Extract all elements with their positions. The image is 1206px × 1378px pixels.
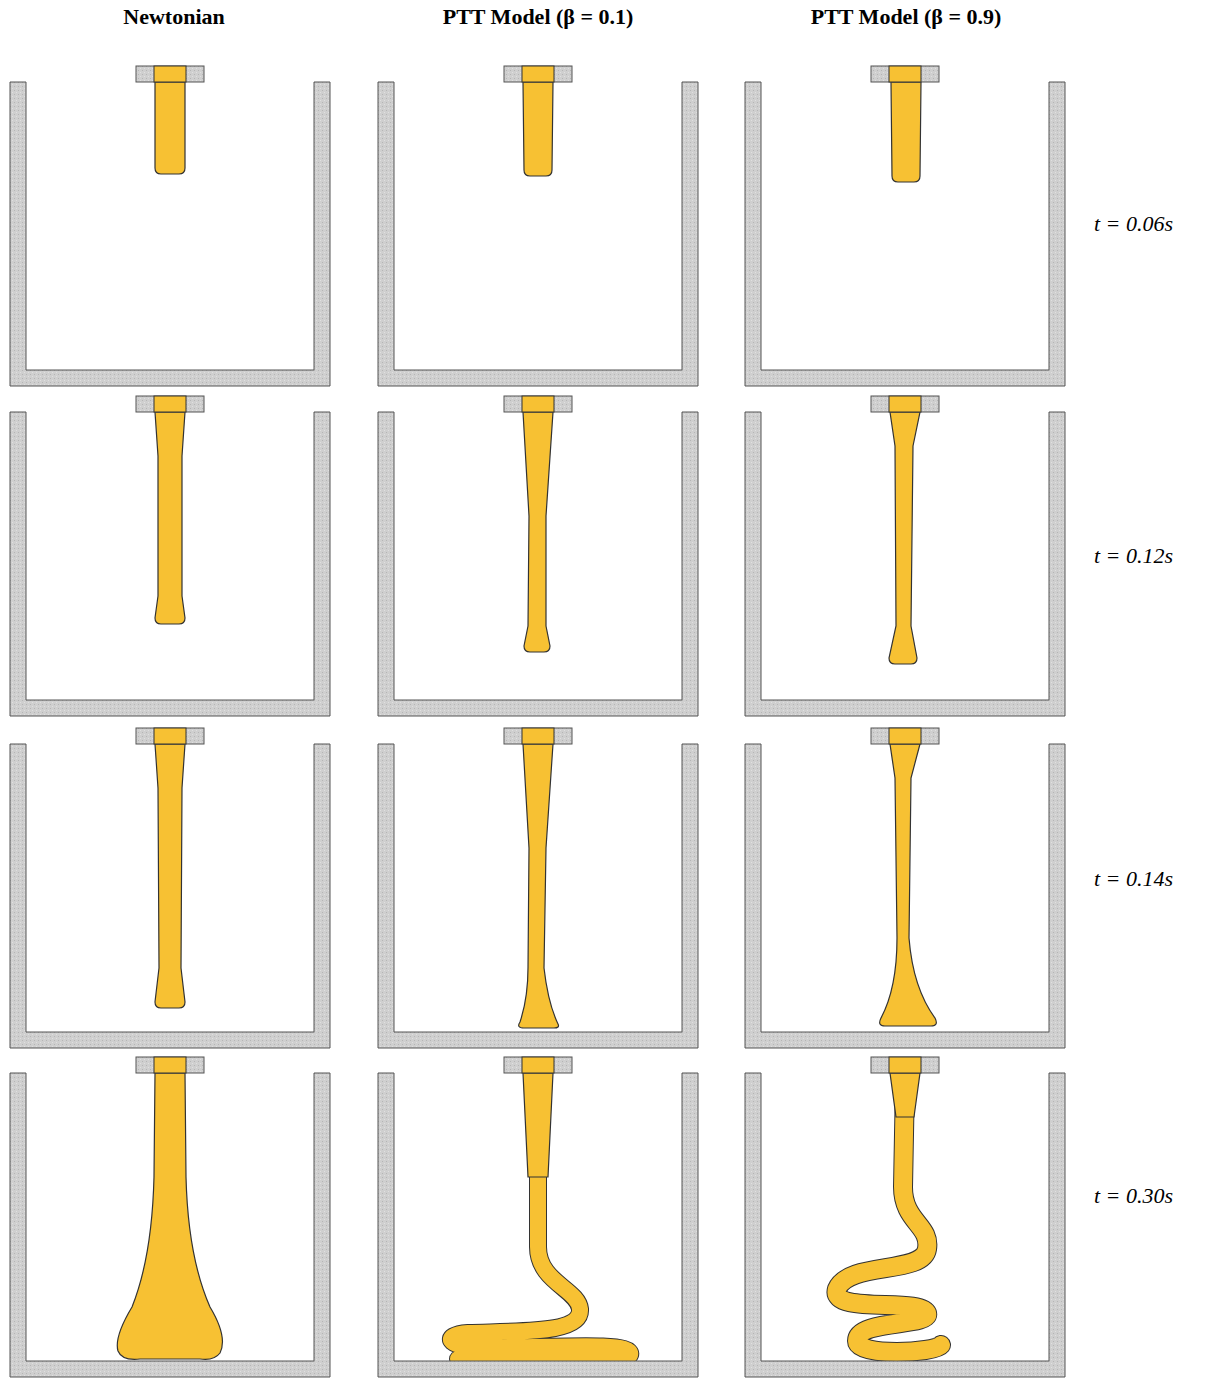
tank-panel (378, 66, 698, 386)
tank-panel (378, 396, 698, 716)
tank-panel (745, 396, 1065, 716)
tank-panel (10, 66, 330, 386)
tank-panel (745, 66, 1065, 386)
column-heading: Newtonian (123, 4, 224, 30)
time-label: t = 0.06s (1094, 211, 1173, 237)
tank-panel (10, 396, 330, 716)
time-label: t = 0.30s (1094, 1183, 1173, 1209)
tank-panel (378, 1057, 698, 1377)
time-label: t = 0.14s (1094, 866, 1173, 892)
tank-panel (378, 728, 698, 1048)
column-heading: PTT Model (β = 0.1) (443, 4, 634, 30)
column-heading: PTT Model (β = 0.9) (811, 4, 1002, 30)
time-label: t = 0.12s (1094, 543, 1173, 569)
tank-panel (745, 1057, 1065, 1377)
tank-panel (10, 1057, 330, 1377)
tank-panel (10, 728, 330, 1048)
tank-panel (745, 728, 1065, 1048)
